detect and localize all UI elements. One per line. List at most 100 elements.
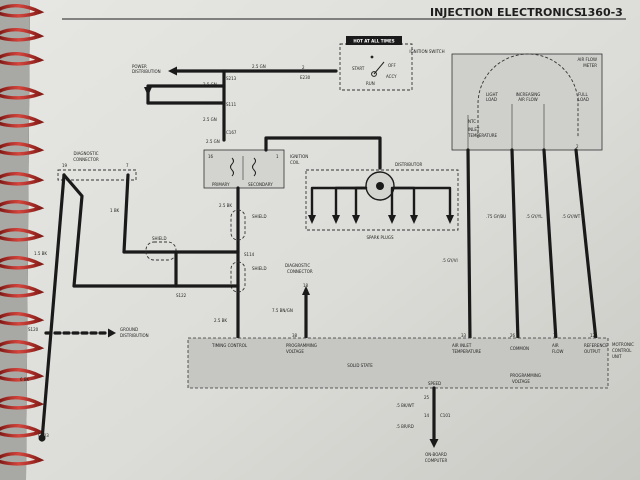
binding-ring bbox=[0, 256, 45, 270]
wire-label-5gyvi: .5 GY/VI bbox=[442, 258, 458, 263]
connector-c101: C101 bbox=[440, 413, 451, 418]
splice-s111: S111 bbox=[226, 102, 237, 107]
cu-air-flow-line1: AIR bbox=[552, 343, 559, 348]
cu-air-inlet-temp-line2: TEMPERATURE bbox=[451, 349, 482, 354]
splice-s122: S122 bbox=[176, 293, 187, 298]
motronic-label-line2: CONTROL bbox=[612, 348, 632, 353]
binding-ring bbox=[0, 228, 45, 242]
ignition-pos-acc: ACCY bbox=[386, 74, 397, 79]
shield-3-label: SHIELD bbox=[152, 236, 167, 241]
coil-primary-winding bbox=[230, 157, 234, 177]
afm-light-load-line1: LIGHT bbox=[486, 92, 499, 97]
cu-programming-voltage-line2: VOLTAGE bbox=[286, 349, 304, 354]
afm-wire-air-flow-input bbox=[542, 148, 558, 342]
ground-g103-label: G103 bbox=[38, 433, 49, 438]
spark-plug-arrow bbox=[410, 215, 418, 224]
ignition-coil-box bbox=[203, 149, 285, 189]
spark-plug-group-box bbox=[305, 169, 459, 231]
ground-distribution-label-line1: GROUND bbox=[120, 327, 138, 332]
binding-ring bbox=[0, 28, 45, 42]
wire-label-2.5gn-a: 2.5 GN bbox=[252, 64, 266, 69]
diagnostic-connector-center-line2: CONNECTOR bbox=[287, 269, 313, 274]
diagnostic-connector-center-line1: DIAGNOSTIC bbox=[285, 263, 310, 268]
binding-ring bbox=[0, 172, 45, 186]
air-flow-meter-box bbox=[451, 53, 603, 151]
wire-s122 bbox=[174, 250, 240, 288]
motronic-label-line3: UNIT bbox=[612, 354, 622, 359]
binding-ring bbox=[0, 114, 45, 128]
ignition-pivot bbox=[371, 71, 377, 77]
spiral-binding bbox=[0, 4, 45, 466]
binding-ring bbox=[0, 424, 45, 438]
ground-distribution-arrow bbox=[108, 328, 116, 338]
wire-label-7.5bngn: 7.5 BN/GN bbox=[272, 308, 293, 313]
motronic-label-line1: MOTRONIC bbox=[612, 342, 634, 347]
power-distribution-label-line2: DISTRIBUTION bbox=[132, 69, 161, 74]
spark-plug-arrow bbox=[352, 215, 360, 224]
wire-label-5gywt: .5 GY/WT bbox=[562, 214, 581, 219]
ignition-pos-run: RUN bbox=[366, 81, 375, 86]
afm-wire-reference bbox=[574, 148, 598, 342]
air-flow-meter-label-line1: AIR FLOW bbox=[578, 57, 598, 62]
splice-e230: E230 bbox=[300, 75, 311, 80]
cu-solid-state: SOLID STATE bbox=[347, 363, 373, 368]
coil-terminal-16: 16 bbox=[208, 154, 214, 159]
binding-ring bbox=[0, 452, 45, 466]
ignition-contact bbox=[370, 55, 374, 59]
power-distribution-arrow bbox=[168, 66, 177, 76]
wire-label-5brrd: .5 BR/RD bbox=[396, 424, 414, 429]
binding-ring bbox=[0, 200, 45, 214]
binding-ring bbox=[0, 4, 45, 18]
spark-plugs-label: SPARK PLUGS bbox=[366, 235, 394, 240]
ignition-coil-label-line1: IGNITION bbox=[290, 154, 308, 159]
diag-pin19-wire bbox=[62, 173, 178, 288]
cu-reference-line1: REFERENCE bbox=[584, 343, 608, 348]
hot-at-all-times-label: HOT AT ALL TIMES bbox=[353, 39, 394, 44]
wire-label-5gyyl: .5 GY/YL bbox=[526, 214, 543, 219]
afm-light-load-line2: LOAD bbox=[486, 97, 497, 102]
shield-1 bbox=[230, 209, 246, 241]
coil-to-distributor-wire bbox=[264, 136, 382, 170]
cu-air-inlet-temp-line1: AIR INLET bbox=[452, 343, 472, 348]
wire-label-1.5bk: 1.5 BK bbox=[34, 251, 47, 256]
afm-wire-common bbox=[510, 148, 520, 342]
ignition-coil-label-line2: COIL bbox=[290, 160, 300, 165]
cu-pin-7: 7 bbox=[553, 333, 556, 338]
afm-increasing-line2: AIR FLOW bbox=[518, 97, 538, 102]
cu-reference-line2: OUTPUT bbox=[584, 349, 601, 354]
spark-plug-arrow bbox=[308, 215, 316, 224]
cu-pin-33: 33 bbox=[461, 333, 467, 338]
wire-label-2.5bk-a: 2.5 BK bbox=[219, 203, 232, 208]
wire-label-5bkwt: .5 BK/WT bbox=[396, 403, 415, 408]
connector-pin-38: 38 bbox=[292, 333, 298, 338]
splice-s120: S120 bbox=[28, 327, 39, 332]
spark-plug-arrow bbox=[332, 215, 340, 224]
afm-wire-inlet-temp bbox=[466, 148, 472, 342]
afm-inlet-temp-line2: TEMPERATURE bbox=[467, 133, 498, 138]
ground-point-g103 bbox=[38, 434, 46, 442]
diagnostic-connector-label-line1: DIAGNOSTIC bbox=[73, 151, 98, 156]
splice-s213: S213 bbox=[226, 76, 237, 81]
connector-pin-25: 25 bbox=[424, 395, 430, 400]
ignition-switch-label: IGNITION SWITCH bbox=[409, 49, 444, 54]
spark-plug-wire bbox=[354, 186, 368, 218]
cu-air-flow-line2: FLOW bbox=[552, 349, 564, 354]
connector-pin-7: 7 bbox=[126, 163, 129, 168]
afm-full-load-line1: FULL bbox=[578, 92, 588, 97]
spark-plug-arrow bbox=[446, 215, 454, 224]
binding-ring bbox=[0, 312, 45, 326]
coil-terminal-1: 1 bbox=[276, 154, 279, 159]
terminal-2: 2 bbox=[302, 65, 305, 70]
on-board-computer-line2: COMPUTER bbox=[425, 458, 448, 463]
cu-common: COMMON bbox=[510, 346, 529, 351]
coil-primary-label: PRIMARY bbox=[212, 182, 230, 187]
connector-c167: C167 bbox=[226, 130, 237, 135]
binding-ring bbox=[0, 340, 45, 354]
air-flow-meter-label-line2: METER bbox=[583, 63, 597, 68]
diag-pin7-wire bbox=[122, 173, 240, 254]
spark-plugs bbox=[308, 186, 454, 224]
diagnostic-connector-box bbox=[57, 169, 137, 181]
speed-wire-arrow bbox=[429, 439, 439, 448]
wire-label-2.5gn-d: 2.5 GN bbox=[206, 139, 220, 144]
